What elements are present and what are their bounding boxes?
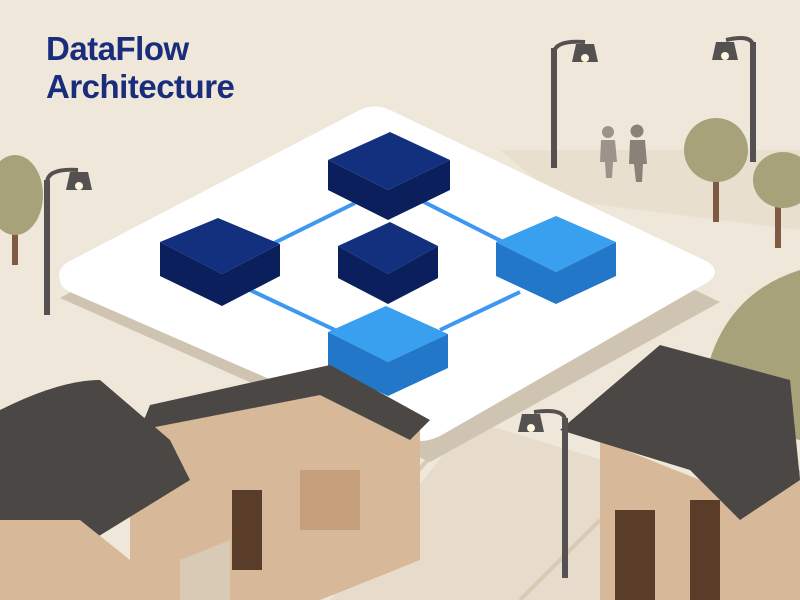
node-bottom	[328, 306, 448, 396]
tree-icon	[684, 118, 748, 222]
diagram-connectors	[249, 198, 521, 332]
connector-left-top	[269, 201, 356, 247]
street-lamp-icon	[712, 36, 756, 162]
connector-top-right	[419, 198, 506, 245]
tree-icon	[753, 152, 800, 248]
hanok-house-icon	[0, 365, 430, 600]
node-top	[328, 132, 450, 220]
street-lamp-icon	[551, 39, 598, 168]
street-lamp-icon	[44, 167, 92, 315]
diagram-title-line-1: DataFlow	[46, 30, 189, 67]
tree-icon	[0, 155, 43, 265]
person-icon	[600, 126, 617, 178]
street-lamp-icon	[518, 409, 568, 578]
hanok-house-icon	[560, 345, 800, 600]
diagram-title-line-2: Architecture	[46, 68, 235, 105]
node-right	[496, 216, 616, 304]
connector-left-bottom	[249, 288, 336, 332]
connector-bottom-right	[439, 290, 521, 332]
node-left	[160, 218, 280, 306]
node-center	[338, 222, 438, 304]
person-icon	[629, 124, 647, 182]
